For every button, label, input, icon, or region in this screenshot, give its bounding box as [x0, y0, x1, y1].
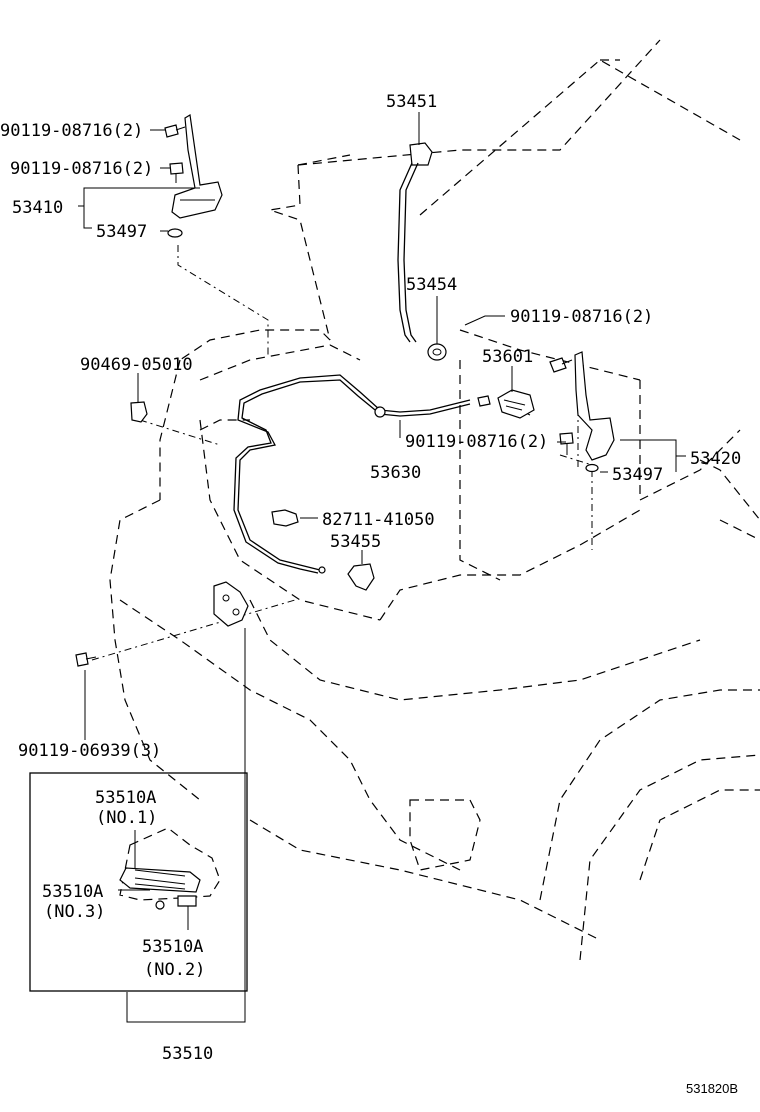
label-53497-left: 53497	[96, 222, 147, 242]
label-inset-no3-tag: (NO.3)	[44, 902, 105, 922]
label-90469-05010: 90469-05010	[80, 355, 193, 375]
label-bolt-tl2: 90119-08716(2)	[10, 159, 153, 179]
label-53420: 53420	[690, 449, 741, 469]
label-inset-no2-tag: (NO.2)	[144, 960, 205, 980]
support-rod-icon	[397, 142, 433, 343]
inset-box	[29, 772, 248, 992]
label-53630: 53630	[370, 463, 421, 483]
bolt-icon	[164, 124, 186, 138]
label-bolt-mid: 90119-08716(2)	[405, 432, 548, 452]
label-bolt-right-top: 90119-08716(2)	[510, 307, 653, 327]
label-90119-06939: 90119-06939(3)	[18, 741, 161, 761]
label-53455: 53455	[330, 532, 381, 552]
bolt-icon	[549, 357, 573, 373]
clip-icon	[271, 509, 299, 527]
label-inset-no3-part: 53510A	[42, 882, 103, 902]
lock-icon	[497, 389, 535, 419]
clip-icon	[347, 563, 375, 591]
label-53601: 53601	[482, 347, 533, 367]
label-inset-no2-part: 53510A	[142, 937, 203, 957]
bolt-icon	[559, 432, 574, 455]
washer-icon	[167, 228, 183, 238]
car-body-outline	[109, 39, 760, 961]
grommet-icon	[427, 343, 447, 361]
label-53454: 53454	[406, 275, 457, 295]
label-82711-41050: 82711-41050	[322, 510, 435, 530]
label-bolt-tl1: 90119-08716(2)	[0, 121, 143, 141]
label-inset-no1-tag: (NO.1)	[96, 808, 157, 828]
label-53451: 53451	[386, 92, 437, 112]
cable-icon	[233, 374, 491, 574]
label-inset-no1-part: 53510A	[95, 788, 156, 808]
hinge-icon	[574, 351, 615, 461]
bolt-icon	[75, 652, 97, 667]
washer-icon	[585, 463, 599, 473]
clip-icon	[130, 401, 148, 423]
label-53410: 53410	[12, 198, 63, 218]
label-53510: 53510	[162, 1044, 213, 1064]
callout-lines	[78, 112, 686, 1023]
bolt-icon	[169, 162, 184, 183]
lock-icon	[213, 581, 249, 627]
diagram-code: 531820B	[686, 1081, 738, 1096]
label-53497-right: 53497	[612, 465, 663, 485]
